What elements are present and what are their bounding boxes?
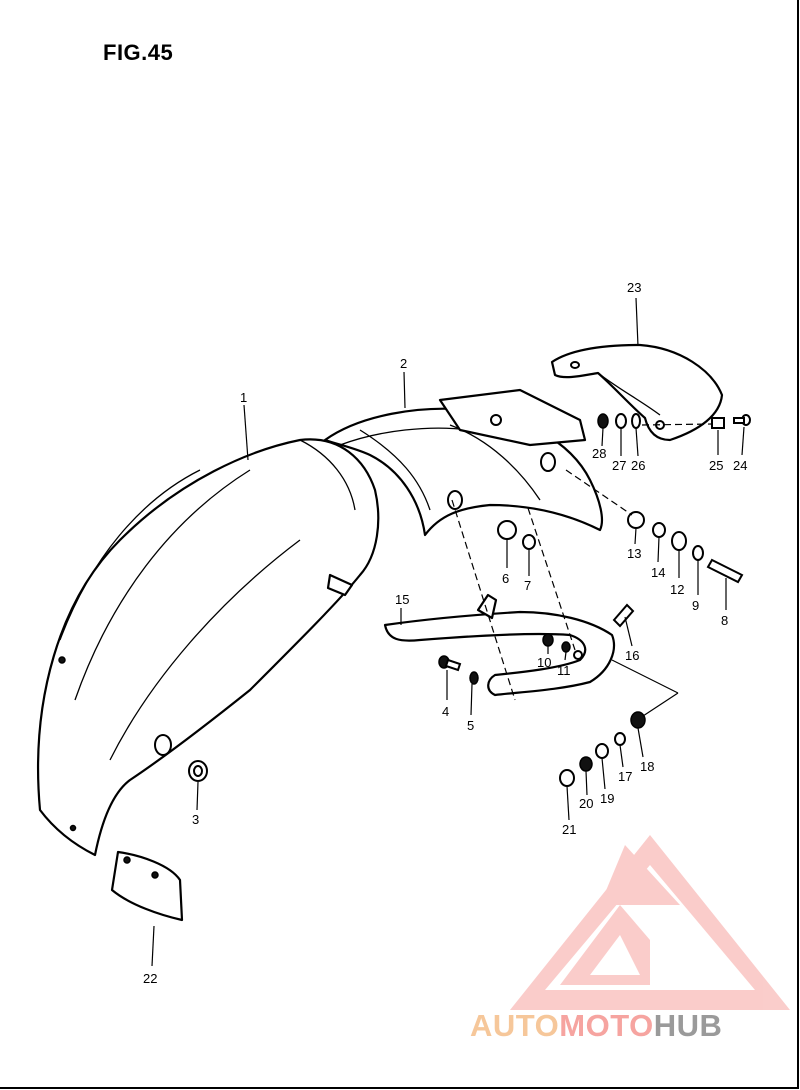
callout-9: 9 (692, 598, 699, 613)
callout-16: 16 (625, 648, 639, 663)
part-22-reflector-plate (110, 850, 184, 922)
callout-25: 25 (709, 458, 723, 473)
callout-18: 18 (640, 759, 654, 774)
callout-12: 12 (670, 582, 684, 597)
callout-19: 19 (600, 791, 614, 806)
callout-10: 10 (537, 655, 551, 670)
figure-title: FIG.45 (103, 40, 174, 65)
callout-14: 14 (651, 565, 665, 580)
callout-21: 21 (562, 822, 576, 837)
watermark-auto: AUTO (470, 1008, 560, 1043)
callout-7: 7 (524, 578, 531, 593)
callout-26: 26 (631, 458, 645, 473)
callout-3: 3 (192, 812, 199, 827)
callout-13: 13 (627, 546, 641, 561)
callout-20: 20 (579, 796, 593, 811)
callout-22: 22 (143, 971, 157, 986)
callout-2: 2 (400, 356, 407, 371)
callout-17: 17 (618, 769, 632, 784)
watermark-hub: HUB (653, 1008, 723, 1043)
watermark-text: AUTOMOTOHUB (470, 1008, 722, 1044)
part-2-inner-fender (323, 388, 604, 537)
callout-1: 1 (240, 390, 247, 405)
callout-27: 27 (612, 458, 626, 473)
callout-28: 28 (592, 446, 606, 461)
part-15-stay (383, 593, 616, 697)
callout-8: 8 (721, 613, 728, 628)
callout-23: 23 (627, 280, 641, 295)
part-1-rear-fender (37, 438, 380, 857)
callout-labels: 1 2 3 4 5 6 7 8 9 10 11 12 13 14 15 16 1… (143, 280, 747, 986)
part-23-bracket (550, 343, 724, 442)
callout-24: 24 (733, 458, 747, 473)
callout-15: 15 (395, 592, 409, 607)
watermark-logo-icon (510, 835, 790, 1010)
callout-4: 4 (442, 704, 449, 719)
leader-lines (151, 297, 745, 967)
callout-6: 6 (502, 571, 509, 586)
callout-11: 11 (557, 663, 571, 678)
callout-5: 5 (467, 718, 474, 733)
watermark-moto: MOTO (559, 1008, 654, 1043)
